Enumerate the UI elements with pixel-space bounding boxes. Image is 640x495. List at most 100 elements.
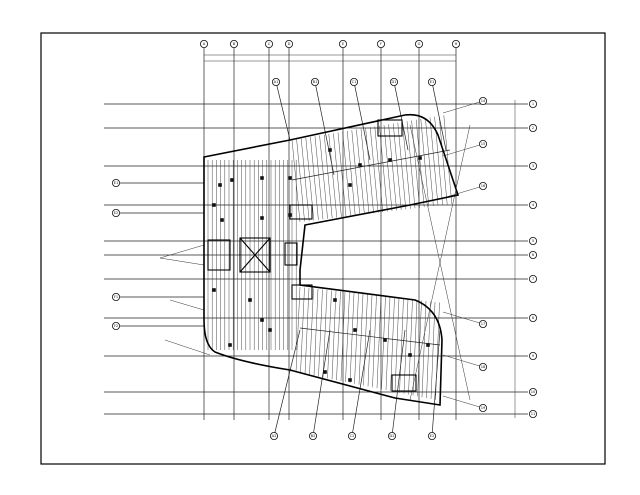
grid-bubble-top-A1-circle — [271, 78, 280, 87]
column-mark — [248, 298, 252, 302]
joist-top-wing — [397, 122, 407, 210]
joist-bottom-wing — [309, 288, 314, 375]
grid-bubble-col-G-label: G — [418, 42, 421, 46]
grid-bubble-row-9-label: 9 — [532, 354, 535, 358]
grid-bubble-row-4: 4 — [529, 200, 538, 209]
grid-bubble-row-6: 6 — [529, 250, 538, 259]
grid-bubble-row-7-circle — [529, 274, 538, 283]
joist-top-wing — [360, 128, 370, 214]
joist-top-wing — [319, 135, 328, 219]
grid-bubble-left-E2-label: E2 — [114, 211, 119, 215]
column-mark — [418, 156, 422, 160]
grid-bubble-bottom-E2: E2 — [427, 431, 436, 440]
joist-top-wing — [342, 131, 351, 216]
grid-bubble-row-9: 9 — [529, 351, 538, 360]
joist-top-wing — [429, 117, 439, 206]
grid-bubble-row-1-label: 1 — [532, 102, 534, 106]
grid-bubble-col-D: D — [284, 40, 293, 49]
joist-top-wing — [411, 120, 420, 208]
grid-bubble-right-17-circle — [478, 319, 487, 328]
column-mark — [383, 338, 387, 342]
joist-top-wing — [369, 127, 379, 213]
grid-bubble-bottom-C2-circle — [347, 431, 356, 440]
grid-bubble-right-14: 14 — [478, 97, 487, 106]
grid-bubble-row-11: 11 — [529, 409, 538, 418]
core-and-stairs — [207, 119, 417, 392]
joist-bottom-wing — [376, 295, 382, 389]
grid-bubble-left-F1-circle — [112, 292, 121, 301]
joist-top-wing — [402, 121, 411, 209]
grid-bubble-row-9-circle — [529, 351, 538, 360]
grid-bubble-row-4-circle — [529, 200, 538, 209]
joist-bottom-wing — [381, 296, 386, 390]
grid-bubble-right-14-label: 14 — [481, 99, 486, 103]
joist-top-wing — [323, 134, 333, 219]
right-leader-4 — [442, 354, 484, 368]
floor-outline — [203, 113, 460, 406]
column-mark — [230, 178, 234, 182]
grid-bubble-col-C-circle — [264, 40, 273, 49]
grid-bubble-col-G-circle — [414, 40, 423, 49]
joist-top-wing — [425, 118, 434, 207]
grid-bubble-row-2-label: 2 — [532, 126, 534, 130]
joist-top-wing — [374, 126, 384, 213]
grid-bubble-row-7-label: 7 — [532, 277, 534, 281]
grid-bubble-bottom-C2: C2 — [347, 431, 356, 440]
grid-bubble-col-A: A — [199, 40, 208, 49]
joist-bottom-wing — [304, 287, 310, 374]
column-mark — [328, 148, 332, 152]
grid-bubble-top-C1-circle — [349, 78, 358, 87]
grid-bubble-col-G: G — [414, 40, 423, 49]
joist-top-wing — [305, 137, 315, 221]
grid-bubble-col-H-circle — [451, 40, 460, 49]
grid-bubble-bottom-D2-circle — [387, 431, 396, 440]
grid-bubble-right-18: 18 — [478, 362, 487, 371]
grid-bubble-col-C: C — [264, 40, 273, 49]
grid-bubble-row-2-circle — [529, 124, 538, 133]
grid-bubble-row-2: 2 — [529, 124, 538, 133]
grid-bubble-row-10: 10 — [529, 387, 538, 396]
joist-top-wing — [406, 121, 416, 209]
grid-bubble-bottom-D2-label: D2 — [389, 434, 394, 438]
column-mark — [260, 318, 264, 322]
column-mark — [288, 176, 292, 180]
column-mark — [260, 216, 264, 220]
radial-line-bottom-3 — [391, 329, 406, 437]
left-leader-a — [159, 244, 205, 259]
grid-bubble-bottom-B2: B2 — [308, 431, 317, 440]
joist-top-wing — [379, 125, 388, 212]
grid-bubble-bottom-E2-circle — [427, 431, 436, 440]
grid-bubble-row-10-label: 10 — [531, 390, 536, 394]
grid-bubble-col-F: F — [376, 40, 385, 49]
grid-bubble-top-D1-circle — [389, 78, 398, 87]
joist-bottom-wing — [385, 296, 391, 391]
grid-bubble-row-3-label: 3 — [532, 164, 534, 168]
floor-deck-hatching — [207, 115, 453, 400]
grid-bubble-row-6-label: 6 — [532, 253, 535, 257]
grid-bubble-bottom-A2-circle — [269, 431, 278, 440]
joist-bottom-wing — [408, 299, 413, 395]
column-mark — [268, 328, 272, 332]
grid-bubble-col-A-circle — [199, 40, 208, 49]
grid-bubble-right-15: 15 — [478, 139, 487, 148]
grid-bubble-top-C1: C1 — [349, 78, 358, 87]
grid-bubble-col-E-label: E — [342, 42, 345, 46]
grid-bubble-left-F2-label: F2 — [114, 324, 118, 328]
joist-bottom-wing — [363, 294, 368, 386]
grid-bubble-row-10-circle — [529, 387, 538, 396]
joist-bottom-wing — [394, 297, 400, 392]
shaft-right — [284, 242, 298, 266]
column-marks — [212, 148, 430, 382]
joist-top-wing — [328, 133, 338, 218]
grid-bubble-left-E2: E2 — [112, 208, 121, 217]
joist-top-wing — [351, 130, 361, 215]
column-mark — [218, 183, 222, 187]
joist-top-wing — [337, 132, 347, 217]
grid-bubble-row-3-circle — [529, 161, 538, 170]
joist-bottom-wing — [336, 291, 341, 381]
grid-bubble-row-8-label: 8 — [532, 316, 535, 320]
joist-bottom-wing — [349, 292, 355, 383]
grid-bubble-row-11-circle — [529, 409, 538, 418]
grid-bubble-left-E1-label: E1 — [114, 181, 119, 185]
